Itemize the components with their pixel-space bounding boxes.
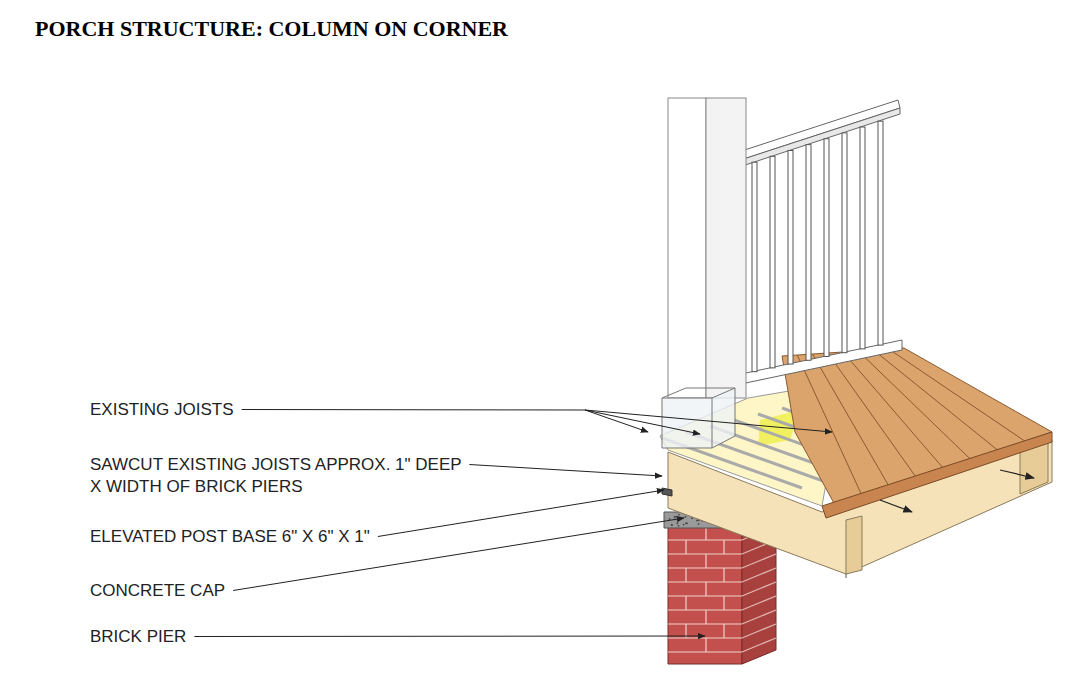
deck-board-lines <box>797 349 1025 496</box>
mortar-line <box>705 554 706 568</box>
mortar-line <box>723 596 724 610</box>
leader-line <box>194 636 705 638</box>
leader-line <box>469 465 662 477</box>
speckle <box>671 524 673 526</box>
speckle <box>671 524 673 526</box>
leader-line <box>585 410 700 434</box>
mortar-line <box>742 596 776 610</box>
baluster <box>878 121 883 345</box>
post-base <box>662 488 672 496</box>
leader-line <box>585 410 832 432</box>
mortar-line <box>668 567 742 568</box>
speckle <box>674 516 676 518</box>
deck-board-line <box>843 352 944 469</box>
railing <box>722 340 902 388</box>
post-base <box>662 488 672 496</box>
deck-board-line <box>813 354 890 487</box>
deck-board-line <box>828 353 917 478</box>
speckle <box>683 524 685 526</box>
speckle <box>678 514 680 516</box>
baluster <box>770 156 775 368</box>
mortar-line <box>668 651 742 652</box>
speckle <box>678 525 680 527</box>
mortar-line <box>668 539 742 540</box>
rim-joist <box>846 516 862 574</box>
callout-label: SAWCUT EXISTING JOISTS APPROX. 1" DEEP X… <box>90 454 470 498</box>
mortar-line <box>668 609 742 610</box>
rim-joist <box>846 574 847 578</box>
column <box>668 98 706 398</box>
mortar-line <box>705 582 706 596</box>
column-base-box <box>712 398 713 448</box>
speckle <box>675 516 677 518</box>
column <box>668 98 746 398</box>
diagram-title: PORCH STRUCTURE: COLUMN ON CORNER <box>35 16 508 42</box>
mortar-line <box>685 596 686 610</box>
baluster <box>806 145 811 361</box>
mortar-line <box>668 637 742 638</box>
decking <box>822 432 1052 518</box>
mortar-line <box>685 540 686 554</box>
column-base-box <box>662 388 735 398</box>
mortar-line <box>742 638 776 652</box>
callout-label: CONCRETE CAP <box>90 580 225 602</box>
mortar-line <box>705 638 706 652</box>
mortar-line <box>742 610 776 624</box>
baluster <box>842 133 847 353</box>
mortar-line <box>668 581 742 582</box>
deck-arrow <box>880 500 912 512</box>
callout-label: BRICK PIER <box>90 626 186 648</box>
leader-line <box>378 490 664 537</box>
speckle <box>698 523 700 525</box>
deck-board-line <box>889 349 1025 441</box>
leader-line <box>242 409 585 411</box>
speckle <box>685 522 687 524</box>
baluster <box>860 127 865 349</box>
speckle <box>676 522 678 524</box>
callout-label: ELEVATED POST BASE 6" X 6" X 1" <box>90 526 370 548</box>
deck-board-line <box>797 355 862 496</box>
mortar-line <box>668 553 742 554</box>
mortar-line <box>742 582 776 596</box>
mortar-line <box>742 624 776 638</box>
speckle <box>685 516 687 518</box>
decking <box>782 348 1052 518</box>
mortar-line <box>668 595 742 596</box>
deck-board-line <box>874 350 998 450</box>
mortar-line <box>742 568 776 582</box>
mortar-line <box>723 624 724 638</box>
baluster <box>824 139 829 357</box>
mortar-line <box>723 540 724 554</box>
mortar-line <box>705 610 706 624</box>
balusters <box>734 121 883 375</box>
mortar-line <box>742 554 776 568</box>
deck-board-line <box>858 351 970 459</box>
mortar-line <box>668 623 742 624</box>
baluster <box>788 150 793 364</box>
mortar-line <box>723 568 724 582</box>
speckle <box>669 518 671 520</box>
callout-label: EXISTING JOISTS <box>90 399 234 421</box>
baluster <box>752 162 757 371</box>
column <box>706 98 746 398</box>
railing <box>720 100 902 388</box>
deck-arrow <box>1000 470 1034 478</box>
mortar-line <box>685 568 686 582</box>
brick-pier <box>668 526 742 664</box>
